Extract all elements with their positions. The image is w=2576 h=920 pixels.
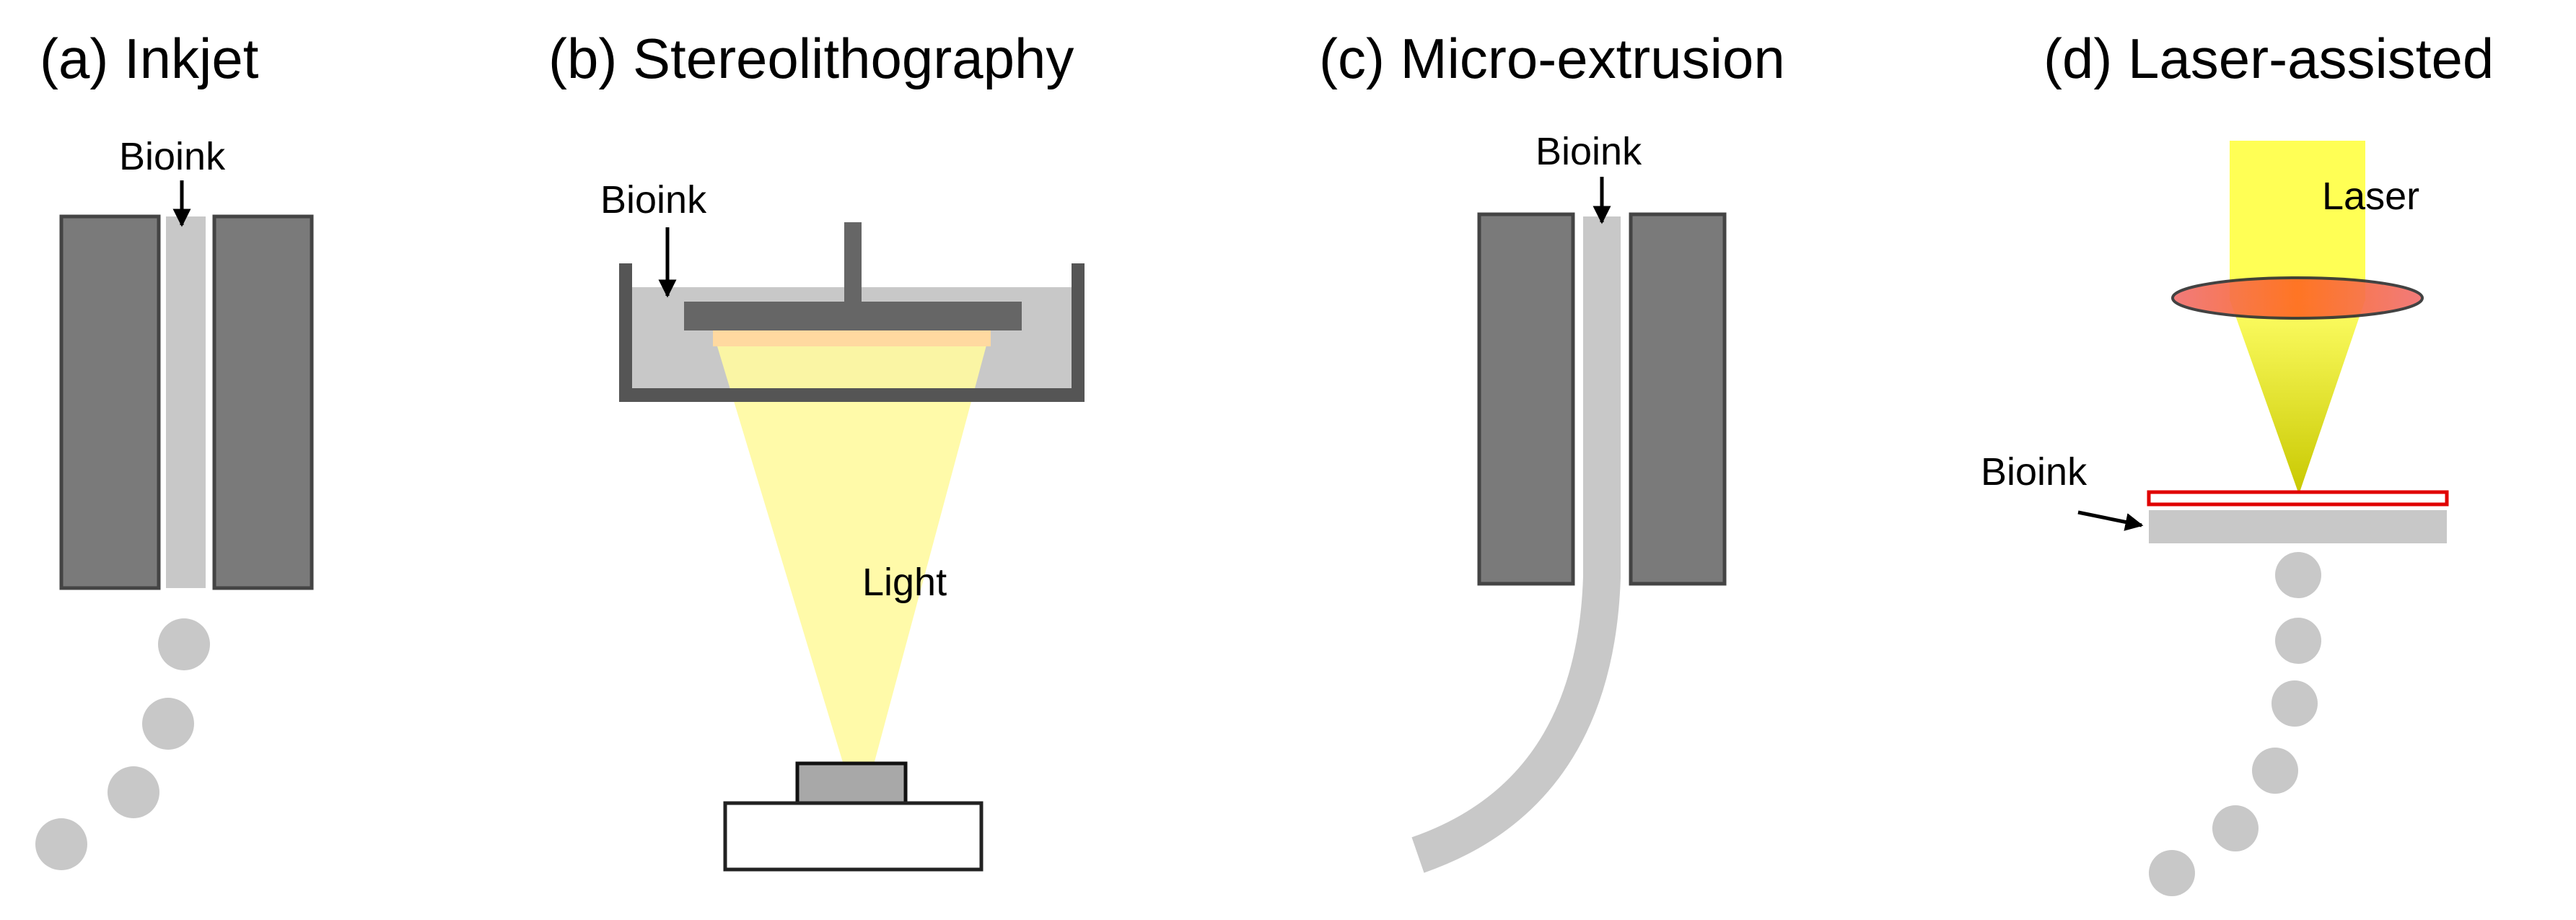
droplet: [2271, 680, 2318, 727]
laser-label: Laser: [2322, 175, 2419, 218]
panel-inkjet: (a) Inkjet Bioink: [35, 27, 314, 870]
nozzle-left-wall: [1477, 212, 1575, 586]
lens: [2171, 276, 2424, 320]
bioink-layer: [2149, 510, 2447, 543]
laser-beam: [2230, 141, 2365, 301]
light-label: Light: [862, 561, 947, 604]
bioink-label-stereolithography: Bioink: [600, 178, 707, 222]
donor-ribbon: [2147, 490, 2449, 507]
droplet: [2149, 850, 2195, 896]
bioink-label-micro-extrusion: Bioink: [1535, 130, 1642, 173]
bioink-arrow: [2077, 510, 2144, 531]
build-platform: [684, 302, 1022, 330]
bioink-label-laser-assisted: Bioink: [1981, 450, 2087, 494]
droplet: [108, 766, 159, 818]
panel-stereolithography: (b) Stereolithography Bioink Light: [548, 27, 1085, 872]
cured-layer: [713, 330, 991, 346]
vat-wall-right: [1072, 263, 1085, 402]
droplet: [35, 818, 87, 870]
panel-title-stereolithography: (b) Stereolithography: [548, 27, 1074, 90]
droplet: [2212, 805, 2259, 851]
droplet: [158, 618, 210, 670]
nozzle-left-wall: [59, 214, 161, 590]
panel-laser-assisted: (d) Laser-assisted Laser Bioink: [1981, 27, 2494, 896]
focused-laser-beam: [2230, 299, 2365, 494]
vat-floor: [619, 388, 1085, 402]
panel-title-laser-assisted: (d) Laser-assisted: [2043, 27, 2494, 90]
bioink-channel: [166, 216, 206, 588]
droplet: [2252, 748, 2298, 794]
light-source-base: [723, 801, 983, 872]
light-beam: [713, 332, 990, 767]
bioink-label-inkjet: Bioink: [119, 135, 226, 178]
panel-title-micro-extrusion: (c) Micro-extrusion: [1319, 27, 1785, 90]
droplet: [142, 698, 194, 750]
droplet: [2275, 552, 2321, 598]
extruded-filament: [1411, 216, 1621, 873]
panel-micro-extrusion: (c) Micro-extrusion Bioink: [1319, 27, 1785, 873]
nozzle-right-wall: [212, 214, 314, 590]
panel-title-inkjet: (a) Inkjet: [40, 27, 259, 90]
vat-wall-left: [619, 263, 632, 402]
platform-shaft: [844, 222, 862, 302]
droplet: [2275, 618, 2321, 664]
nozzle-right-wall: [1629, 212, 1727, 586]
light-source-lamp: [795, 761, 908, 805]
